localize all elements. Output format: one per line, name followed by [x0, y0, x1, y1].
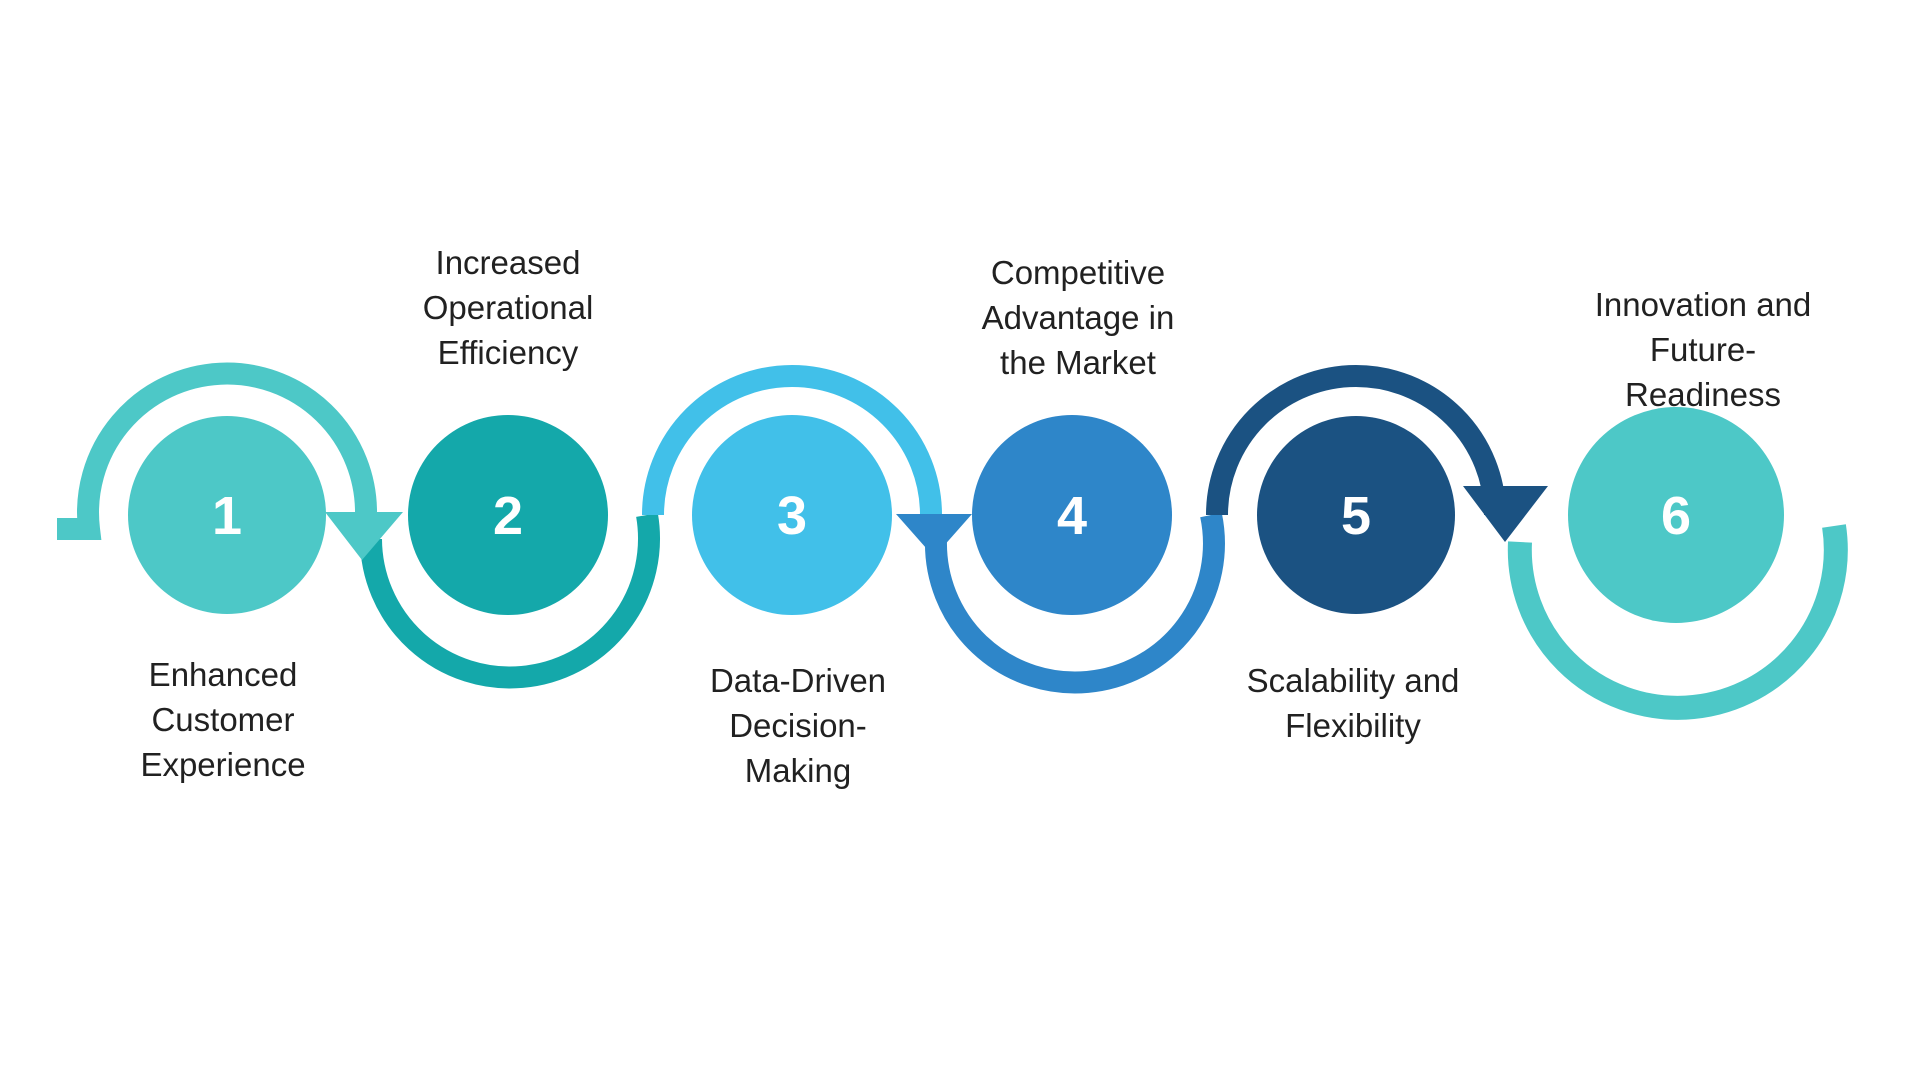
step-number-6: 6 [1661, 486, 1691, 546]
connector-arc-under-step4 [924, 512, 1225, 694]
step-number-4: 4 [1057, 486, 1087, 546]
step-label-4: Competitive Advantage in the Market [981, 254, 1175, 381]
connector-arc-over-step3 [642, 365, 942, 516]
step-circle-2 [408, 415, 608, 615]
connector-arc-over-step1 [57, 362, 378, 540]
step-circle-4 [972, 415, 1172, 615]
connector-arc-under-step6 [1507, 524, 1848, 720]
step-number-2: 2 [493, 486, 523, 546]
connector-arc-under-step2 [360, 513, 660, 689]
step-label-6: Innovation and Future-Readiness [1594, 286, 1812, 413]
step-label-5: Scalability and Flexibility [1246, 662, 1460, 744]
step-circle-5 [1257, 416, 1455, 614]
step-circle-3 [692, 415, 892, 615]
arrow-down-icon-junction-1-2 [325, 512, 403, 560]
step-label-3: Data-Driven Decision- Making [709, 662, 887, 789]
arrow-down-icon-junction-5-6 [1463, 486, 1548, 542]
step-circle-1 [128, 416, 326, 614]
arrow-down-icon-junction-3-4 [896, 514, 972, 557]
step-number-1: 1 [212, 486, 242, 546]
step-label-1: Enhanced Customer Experience [140, 656, 306, 783]
step-number-3: 3 [777, 486, 807, 546]
step-circle-6 [1568, 407, 1784, 623]
step-number-5: 5 [1341, 486, 1371, 546]
connector-arc-over-step5 [1206, 365, 1506, 516]
step-label-2: Increased Operational Efficiency [422, 244, 594, 371]
